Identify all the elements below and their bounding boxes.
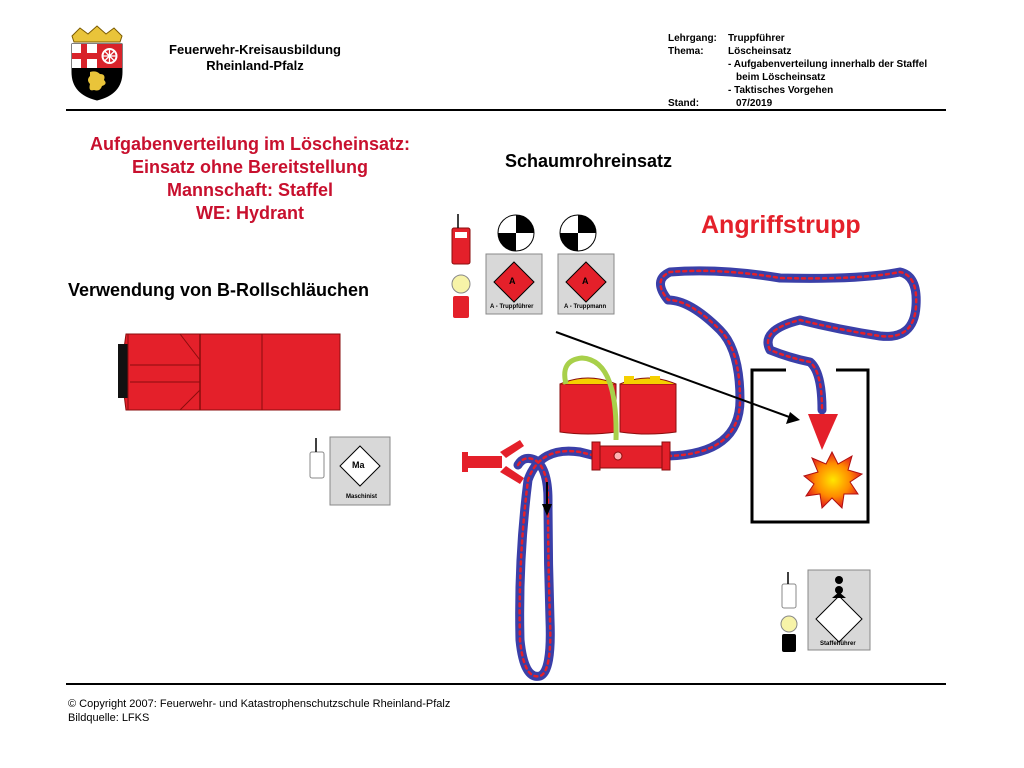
maschinist-sign — [329, 436, 391, 506]
image-source-text: Bildquelle: LFKS — [68, 712, 150, 724]
truppmann-symbol: A — [582, 276, 589, 286]
copyright-text: © Copyright 2007: Feuerwehr- und Katastr… — [68, 698, 451, 710]
fire-truck — [118, 333, 341, 411]
foam-inductor — [591, 441, 671, 471]
staffelfuehrer-breathing-icon — [780, 615, 798, 652]
staffelfuehrer-radio-icon — [781, 572, 797, 609]
fire-room — [750, 368, 870, 524]
fire-icon — [802, 450, 864, 510]
meta-value: - Aufgabenverteilung innerhalb der Staff… — [728, 59, 928, 70]
coat-of-arms-icon — [71, 25, 123, 101]
subtitle: Verwendung von B-Rollschläuchen — [68, 280, 370, 300]
title-line-1: Aufgabenverteilung im Löscheinsatz: — [89, 134, 411, 154]
schaumrohr-label: Schaumrohreinsatz — [505, 151, 673, 171]
staffelfuehrer-sign — [807, 569, 871, 651]
maschinist-caption: Maschinist — [346, 494, 378, 500]
slide-title: Aufgabenverteilung im Löscheinsatz: Eins… — [40, 133, 460, 225]
hydrant-coupling — [462, 440, 524, 484]
angriffstrupp-label: Angriffstrupp — [701, 211, 861, 239]
leader-helmet-icon — [497, 214, 597, 252]
org-line-2: Rheinland-Pfalz — [206, 58, 304, 73]
nozzle-arrow — [808, 414, 838, 450]
breathing-apparatus-icon — [451, 274, 471, 318]
meta-value: Truppführer — [728, 33, 785, 44]
meta-key: Lehrgang: — [668, 33, 717, 44]
hose-lines — [513, 266, 921, 681]
meta-value: Löscheinsatz — [728, 46, 792, 57]
meta-value: beim Löscheinsatz — [736, 72, 826, 83]
truppmann-caption: A - Truppmann — [564, 304, 607, 310]
title-line-3: Mannschaft: Staffel — [166, 180, 334, 200]
truppfuehrer-symbol: A — [509, 276, 516, 286]
pointer-arrow — [555, 331, 800, 424]
meta-key: Thema: — [668, 46, 704, 57]
suction-hose — [562, 355, 619, 441]
radio-icon — [451, 214, 471, 265]
meta-value: 07/2019 — [736, 98, 773, 109]
truppfuehrer-sign — [485, 253, 543, 315]
course-metadata: Lehrgang:Truppführer Thema:Löscheinsatz … — [668, 32, 927, 110]
organization-name: Feuerwehr-Kreisausbildung Rheinland-Pfal… — [130, 42, 380, 74]
flow-arrow-down — [542, 482, 552, 516]
truppmann-sign — [557, 253, 615, 315]
meta-key: Stand: — [668, 98, 700, 109]
meta-value: - Taktisches Vorgehen — [728, 85, 834, 96]
staffelfuehrer-caption: Staffelführer — [820, 641, 856, 647]
footer-divider — [66, 683, 946, 685]
maschinist-symbol: Ma — [352, 460, 365, 470]
title-line-2: Einsatz ohne Bereitstellung — [131, 157, 369, 177]
title-line-4: WE: Hydrant — [196, 203, 304, 223]
org-line-1: Feuerwehr-Kreisausbildung — [169, 42, 341, 57]
truppfuehrer-caption: A - Truppführer — [490, 304, 534, 310]
header-divider — [66, 109, 946, 111]
maschinist-radio-icon — [309, 438, 325, 479]
footer: © Copyright 2007: Feuerwehr- und Katastr… — [68, 697, 450, 725]
